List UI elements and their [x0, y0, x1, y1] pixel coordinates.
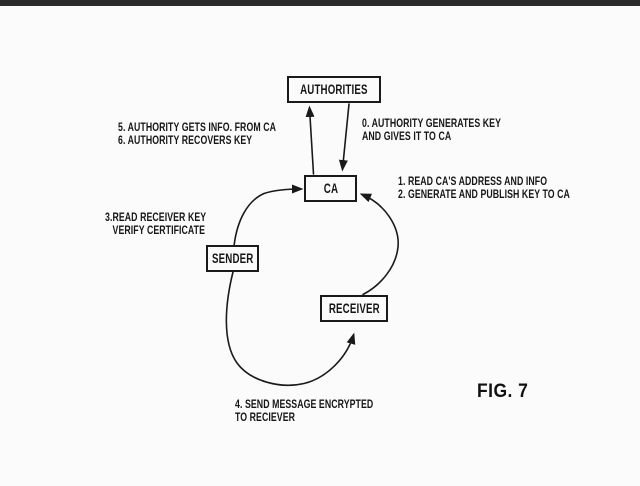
edge-sender-to-receiver-arrow: [225, 271, 356, 387]
annotation-step-4: 4. SEND MESSAGE ENCRYPTED TO RECIEVER: [235, 397, 374, 424]
node-authorities-label: AUTHORITIES: [300, 82, 368, 97]
scan-top-bar: [0, 0, 640, 6]
node-sender-label: SENDER: [211, 251, 254, 266]
node-receiver: RECEIVER: [320, 295, 388, 322]
edge-ca-to-authorities-arrow: [305, 105, 315, 175]
annotation-steps-5-6: 5. AUTHORITY GETS INFO. FROM CA 6. AUTHO…: [118, 120, 277, 147]
annotation-step-3: 3.READ RECEIVER KEY VERIFY CERTIFICATE: [105, 210, 207, 237]
edge-authorities-to-ca-arrow: [338, 103, 350, 172]
node-sender: SENDER: [206, 245, 259, 272]
figure-label: FIG. 7: [477, 381, 529, 402]
edge-receiver-to-ca-arrow: [359, 193, 399, 296]
annotation-step-0: 0. AUTHORITY GENERATES KEY AND GIVES IT …: [362, 116, 501, 143]
node-ca-label: CA: [323, 181, 338, 196]
edge-sender-to-ca-arrow: [233, 184, 304, 247]
node-receiver-label: RECEIVER: [328, 301, 380, 316]
annotation-steps-1-2: 1. READ CA'S ADDRESS AND INFO 2. GENERAT…: [398, 174, 570, 201]
node-authorities: AUTHORITIES: [287, 76, 381, 103]
node-ca: CA: [304, 175, 357, 202]
